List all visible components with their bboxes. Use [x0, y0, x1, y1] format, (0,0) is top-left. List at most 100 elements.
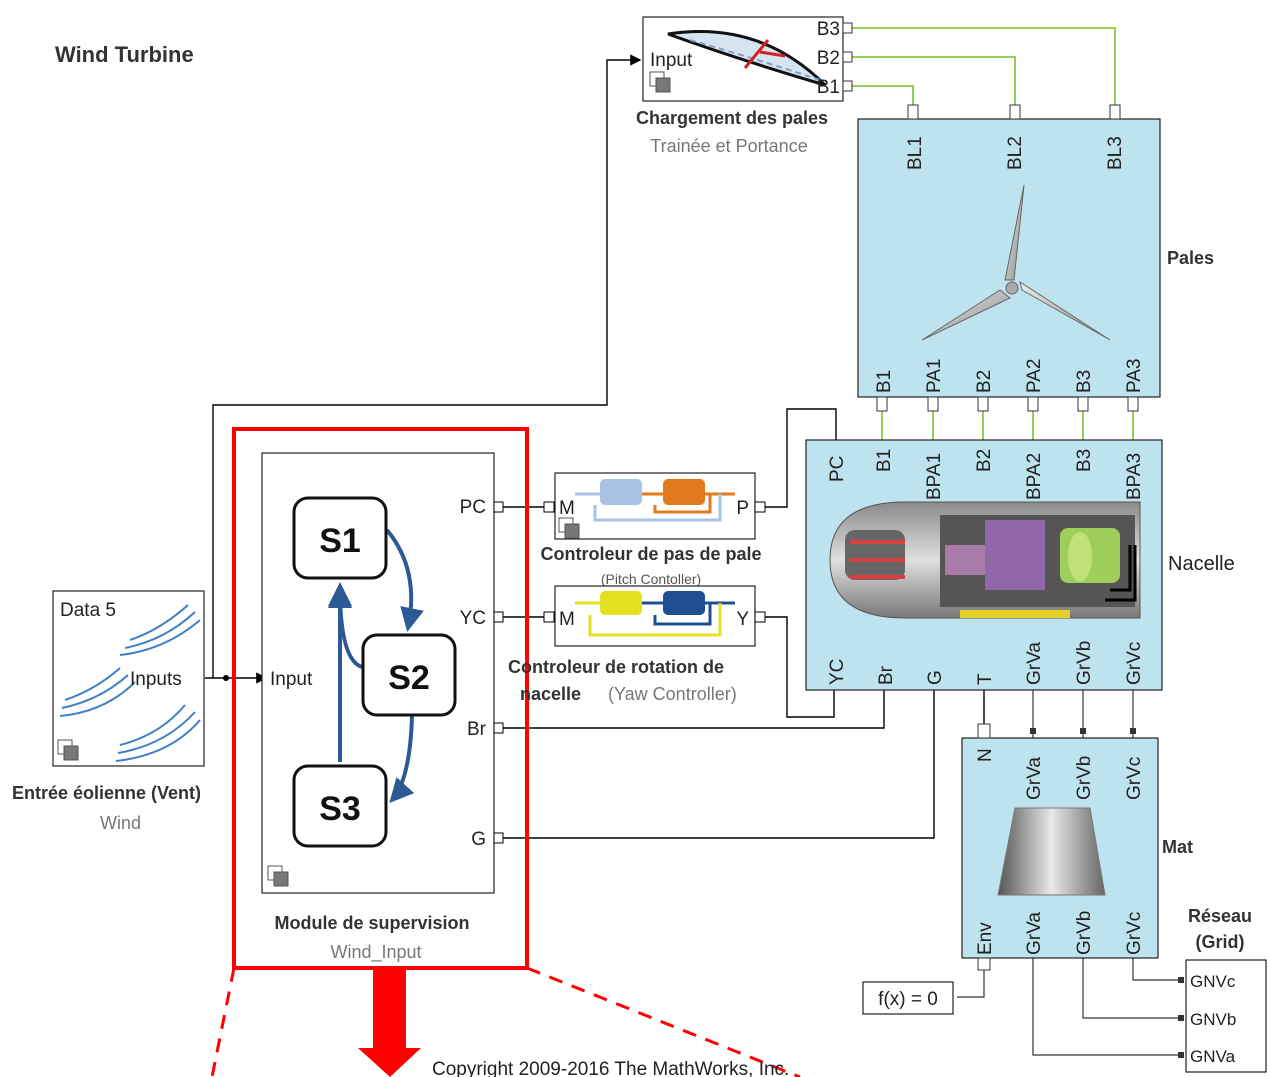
svg-text:PA2: PA2 — [1024, 358, 1045, 393]
supervision-port-br: Br — [467, 719, 487, 740]
grid-port-gnvc: GNVc — [1190, 972, 1236, 991]
yaw-input-port: M — [559, 609, 575, 630]
blades-block[interactable]: BL1 BL2 BL3 B1 PA1 B2 PA2 B3 PA3 — [857, 104, 1161, 412]
svg-text:B3: B3 — [1074, 370, 1095, 393]
svg-text:GrVa: GrVa — [1024, 757, 1045, 800]
svg-text:GrVb: GrVb — [1074, 756, 1095, 800]
state-s2 — [361, 633, 457, 717]
svg-text:GrVa: GrVa — [1024, 912, 1045, 955]
wind-swirl-icon — [59, 604, 201, 762]
svg-text:BPA1: BPA1 — [924, 453, 945, 500]
yaw-controller-title-1: Controleur de rotation de — [508, 657, 724, 677]
pitch-output-port: P — [736, 498, 749, 519]
pitch-input-port: M — [559, 498, 575, 519]
copyright-text: Copyright 2009-2016 The MathWorks, Inc. — [432, 1059, 789, 1077]
nacelle-label: Nacelle — [1168, 553, 1235, 575]
supervision-port-markers — [493, 501, 504, 844]
svg-text:B1: B1 — [874, 449, 895, 472]
model-title: Wind Turbine — [55, 42, 194, 67]
supervision-subtitle: Wind_Input — [330, 942, 421, 963]
svg-text:GrVb: GrVb — [1074, 641, 1095, 685]
yaw-controller-subtitle: (Yaw Controller) — [608, 684, 737, 704]
state-s3-label: S3 — [319, 790, 361, 828]
state-transition-arrows — [328, 528, 424, 803]
blade-load-port-b2: B2 — [817, 48, 840, 69]
grid-port-gnvb: GNVb — [1190, 1010, 1236, 1029]
blades-top-ports: BL1 BL2 BL3 — [905, 136, 1126, 170]
grid-label-line1: Réseau — [1188, 906, 1252, 926]
mast-bottom-ports: Env GrVa GrVb GrVc — [975, 911, 1145, 955]
wind-input-block[interactable]: Data 5 Inputs — [52, 590, 205, 767]
svg-text:GrVc: GrVc — [1124, 642, 1145, 685]
state-s1-label: S1 — [319, 522, 361, 560]
yaw-output-port: Y — [736, 609, 749, 630]
mast-label: Mat — [1162, 837, 1193, 857]
pitch-controller-subtitle: (Pitch Contoller) — [601, 571, 701, 587]
zoom-callout-arrow — [358, 970, 421, 1077]
solver-label: f(x) = 0 — [878, 989, 938, 1010]
blade-load-title: Chargement des pales — [636, 108, 828, 128]
state-s2-label: S2 — [388, 659, 430, 697]
svg-text:Env: Env — [975, 922, 996, 955]
nacelle-block[interactable]: PC B1 BPA1 B2 BPA2 B3 BPA3 YC Br G T GrV… — [805, 439, 1163, 691]
blade-load-port-b1: B1 — [817, 77, 840, 98]
svg-text:B2: B2 — [974, 370, 995, 393]
supervision-highlight-frame — [232, 427, 529, 970]
svg-text:YC: YC — [827, 659, 848, 685]
electrical-lines — [957, 690, 1180, 1056]
mast-top-ports: N GrVa GrVb GrVc — [975, 748, 1145, 800]
airfoil-icon — [667, 30, 827, 87]
svg-text:B1: B1 — [874, 370, 895, 393]
svg-text:N: N — [975, 748, 996, 762]
svg-text:PA1: PA1 — [924, 358, 945, 393]
svg-text:PC: PC — [827, 456, 848, 482]
grid-block[interactable]: GNVc GNVb GNVa — [1178, 959, 1267, 1073]
rotor-icon — [921, 184, 1111, 341]
grid-port-gnva: GNVa — [1190, 1047, 1236, 1066]
wind-input-subtitle: Wind — [100, 813, 141, 833]
yaw-controller-block[interactable]: M Y — [543, 585, 766, 647]
svg-text:BPA2: BPA2 — [1024, 453, 1045, 500]
yaw-controller-icon — [575, 591, 735, 637]
svg-text:GrVa: GrVa — [1024, 642, 1045, 685]
zoom-callout-lines — [210, 966, 801, 1077]
wind-input-title: Entrée éolienne (Vent) — [12, 783, 201, 803]
svg-text:G: G — [925, 670, 946, 685]
svg-text:BL3: BL3 — [1105, 136, 1126, 170]
nacelle-bottom-ports: YC Br G T GrVa GrVb GrVc — [827, 641, 1145, 685]
svg-text:GrVc: GrVc — [1124, 912, 1145, 955]
tower-icon — [997, 807, 1106, 896]
solver-block[interactable]: f(x) = 0 — [862, 981, 954, 1015]
state-s1 — [292, 496, 388, 580]
blade-load-block[interactable]: Input B3 B2 B1 — [642, 16, 853, 102]
svg-text:GrVb: GrVb — [1074, 911, 1095, 955]
supervision-input-port: Input — [270, 669, 313, 690]
blade-load-input-port: Input — [650, 50, 693, 71]
svg-text:PA3: PA3 — [1124, 358, 1145, 393]
blade-load-port-b3: B3 — [817, 19, 840, 40]
svg-text:Br: Br — [876, 665, 897, 685]
svg-text:B2: B2 — [974, 449, 995, 472]
supervision-title: Module de supervision — [274, 913, 469, 933]
svg-text:B3: B3 — [1074, 449, 1095, 472]
wind-output-port: Inputs — [130, 669, 182, 690]
svg-text:T: T — [975, 673, 996, 685]
blade-load-subtitle: Trainée et Portance — [650, 136, 807, 156]
svg-text:BL1: BL1 — [905, 136, 926, 170]
grid-label-line2: (Grid) — [1196, 932, 1245, 952]
nacelle-top-ports: PC B1 BPA1 B2 BPA2 B3 BPA3 — [827, 449, 1145, 500]
supervision-block[interactable]: Input PC YC Br G S1 S2 S3 — [261, 452, 495, 894]
supervision-port-yc: YC — [460, 608, 486, 629]
nacelle-drivetrain-icon — [829, 501, 1141, 619]
pitch-controller-icon — [575, 479, 735, 522]
svg-text:BPA3: BPA3 — [1124, 453, 1145, 500]
state-s3 — [292, 764, 388, 848]
mast-block[interactable]: N GrVa GrVb GrVc Env GrVa GrVb GrVc — [961, 723, 1159, 971]
supervision-port-pc: PC — [460, 497, 486, 518]
yaw-controller-title-2: nacelle — [520, 684, 581, 704]
svg-text:BL2: BL2 — [1005, 136, 1026, 170]
blades-bottom-ports: B1 PA1 B2 PA2 B3 PA3 — [874, 358, 1145, 393]
pitch-controller-block[interactable]: M P — [543, 472, 766, 540]
wind-data-label: Data 5 — [60, 600, 116, 621]
